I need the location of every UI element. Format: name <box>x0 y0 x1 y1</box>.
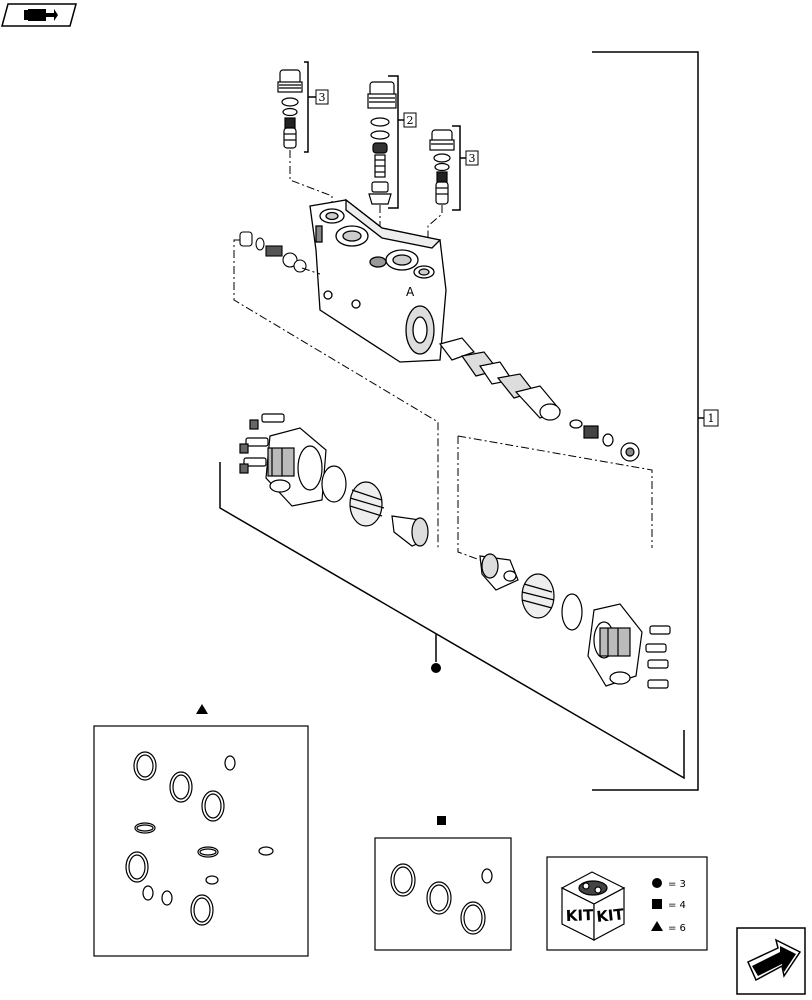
relief-valve-right[interactable] <box>429 129 455 205</box>
relief-valve-left-bracket <box>304 61 316 153</box>
next-page-arrow-icon[interactable] <box>736 927 806 995</box>
assembly-guide-lines-left <box>233 239 439 548</box>
kit-circle-bracket <box>219 462 685 780</box>
kit-box-icon <box>560 871 626 941</box>
relief-valve-left[interactable] <box>277 69 303 149</box>
kit-word-right: KIT <box>596 905 626 926</box>
svg-text:A: A <box>406 285 415 299</box>
center-valve[interactable] <box>367 81 397 205</box>
left-end-cap-group[interactable] <box>239 413 429 547</box>
kit-word-left: KIT <box>566 906 595 925</box>
kit-legend: KIT KIT = 3 = 4 = 6 <box>546 856 708 951</box>
assembly-guide-box-right <box>457 435 653 561</box>
callout-center-valve[interactable]: 2 <box>403 112 417 128</box>
callout-relief-valve-left-label: 3 <box>319 91 326 104</box>
legend-square-text: = 4 <box>668 900 686 911</box>
spool[interactable] <box>438 337 640 462</box>
seal-kit-triangle[interactable] <box>93 704 309 957</box>
callout-main-assembly[interactable]: 1 <box>703 409 719 427</box>
legend-circle-text: = 3 <box>668 879 686 890</box>
callout-relief-valve-right-label: 3 <box>469 152 476 165</box>
right-end-cap-group[interactable] <box>479 553 671 689</box>
callout-main-assembly-label: 1 <box>708 412 715 425</box>
kit-circle-marker <box>431 663 441 673</box>
legend-square-symbol <box>652 899 662 909</box>
book-arrow-icon[interactable] <box>1 3 77 27</box>
legend-circle-symbol <box>652 878 662 888</box>
valve-body[interactable]: A <box>309 198 447 363</box>
main-assembly-bracket <box>592 51 704 791</box>
seal-kit-square[interactable] <box>374 816 512 951</box>
legend-triangle-symbol <box>651 921 663 931</box>
callout-relief-valve-left[interactable]: 3 <box>315 89 329 105</box>
relief-valve-right-bracket <box>452 125 466 211</box>
legend-triangle-text: = 6 <box>668 923 686 934</box>
callout-relief-valve-right[interactable]: 3 <box>465 150 479 166</box>
callout-center-valve-label: 2 <box>407 114 414 127</box>
center-valve-bracket <box>388 75 404 209</box>
left-check-parts[interactable] <box>239 231 307 273</box>
